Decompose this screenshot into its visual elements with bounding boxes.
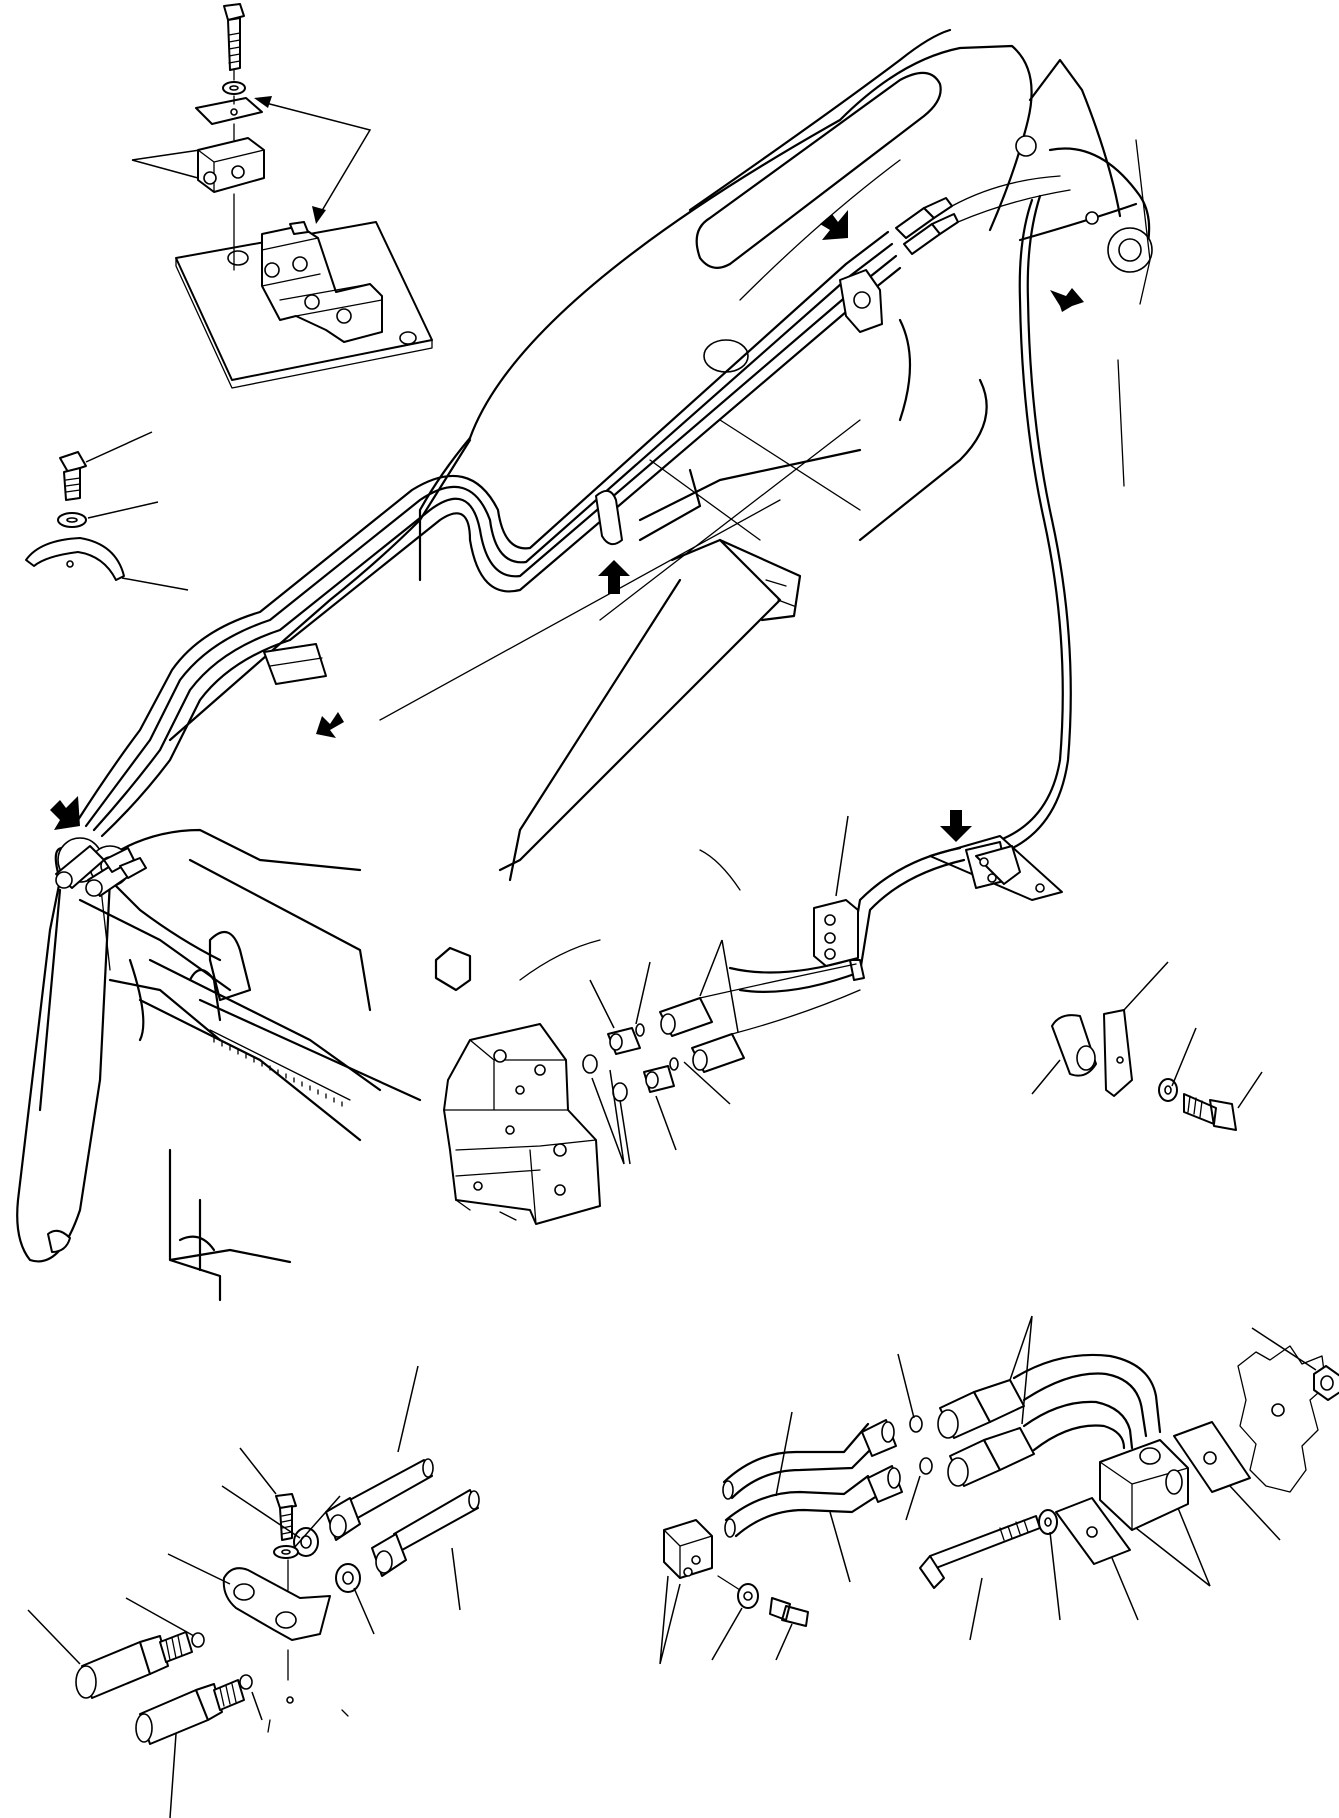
mounting-plate <box>175 221 433 389</box>
loose-clamp-block <box>813 899 859 967</box>
control-valve-fittings <box>443 939 861 1225</box>
control-valve <box>443 1023 601 1225</box>
arrow-clamp-band <box>316 712 344 738</box>
tube-end <box>345 1459 433 1521</box>
tube-fittings-upper <box>895 175 1071 255</box>
frame-clamp-plate <box>929 835 1063 901</box>
bracket <box>1103 1009 1133 1097</box>
coupler-plate <box>222 1567 331 1641</box>
band-clamp <box>595 489 623 546</box>
small-clamp-block <box>663 1519 713 1579</box>
hydraulic-tubes <box>76 230 902 838</box>
cap-screw <box>1183 1093 1237 1131</box>
cross-brace <box>498 538 782 872</box>
mounting-wall <box>1237 1345 1327 1493</box>
arrow-tube-middle <box>598 560 630 594</box>
hydraulic-hose-right <box>958 198 1064 850</box>
leader-line <box>131 149 201 179</box>
hose <box>1012 1353 1162 1434</box>
boom-outline <box>468 44 1033 440</box>
strap-clamp <box>263 643 327 685</box>
arrow-boom-top <box>820 210 848 240</box>
long-bolt <box>929 1515 1041 1569</box>
indicator-arrows <box>50 210 1084 842</box>
arrow-frame-clamp <box>940 810 972 842</box>
boom-end-couplers <box>55 845 147 897</box>
detail-hose-block-clamp <box>659 1315 1339 1665</box>
main-boom-assembly <box>16 28 1153 1302</box>
plate <box>195 97 263 125</box>
arrow-boom-pivot <box>1050 288 1084 312</box>
o-ring <box>582 1054 598 1074</box>
clamp-halves <box>197 137 265 193</box>
u-clip <box>25 537 125 581</box>
bent-tube <box>730 1438 882 1500</box>
rack-gear <box>209 1029 351 1107</box>
detail-quick-couplers <box>27 1365 480 1818</box>
detail-spacer-bracket <box>1031 961 1263 1131</box>
arm-lever <box>16 847 112 1263</box>
detail-bolt-washer-clip <box>25 431 189 591</box>
pointer-arrowhead <box>254 96 272 108</box>
arrow-arm-end <box>50 796 80 830</box>
split-clamp-block <box>1099 1439 1189 1531</box>
detail-top-clamp-block <box>131 3 433 389</box>
boom-slot <box>695 71 942 269</box>
hex-bolt <box>223 3 245 71</box>
